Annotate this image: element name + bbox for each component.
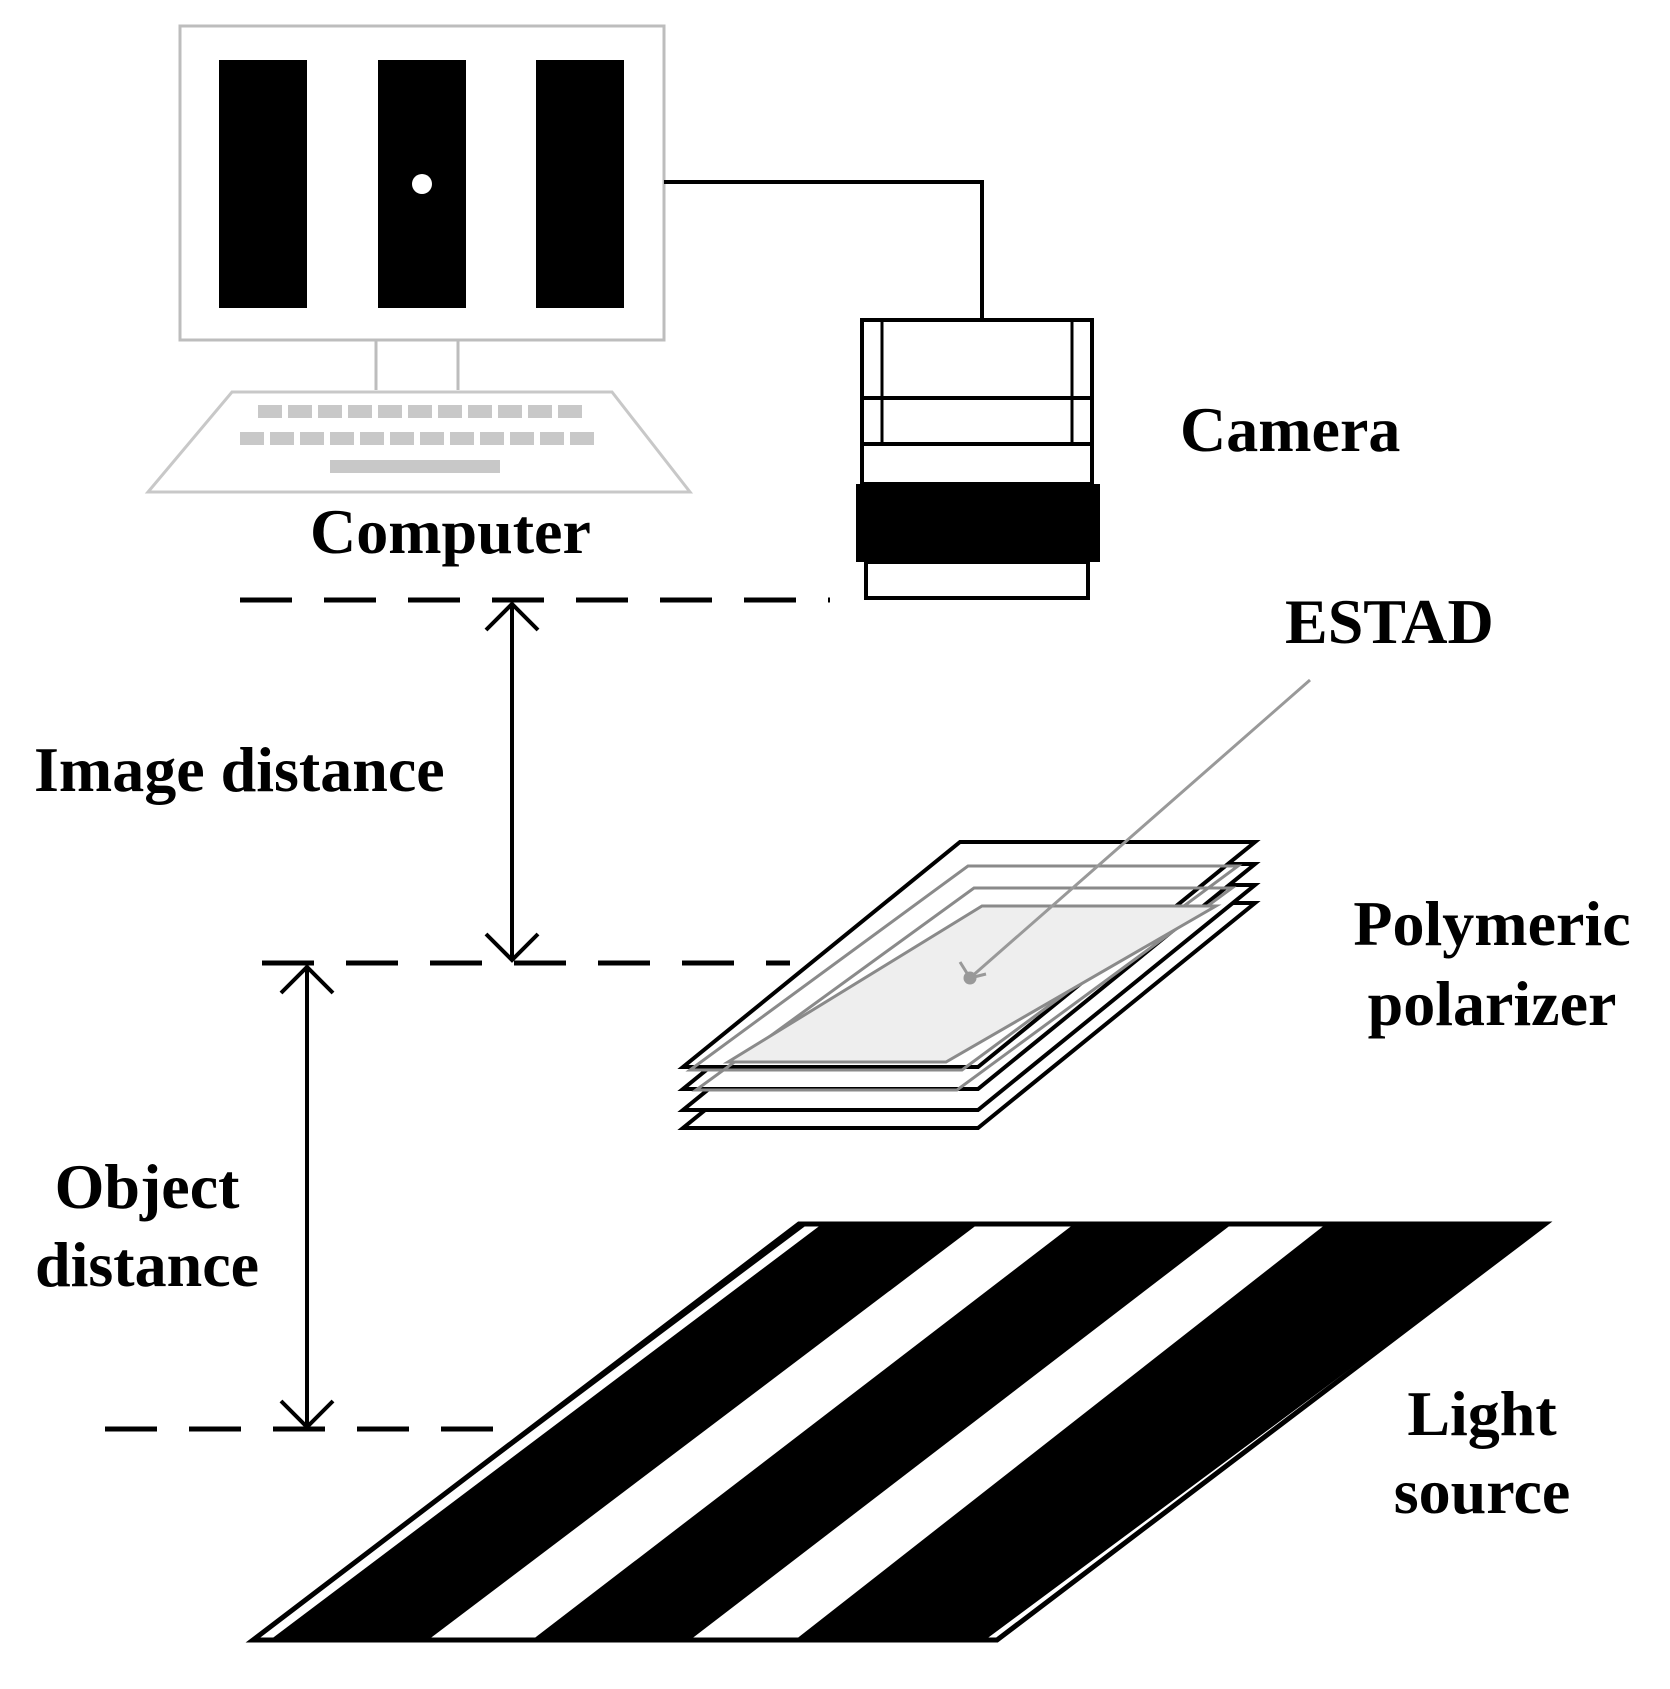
object-distance-label-line1: Object [54, 1151, 240, 1222]
light-source-label: Light source [1362, 1382, 1602, 1524]
light-source [245, 1221, 1553, 1643]
estad-pointer [958, 678, 1311, 985]
polymeric-polarizer-label-line2: polarizer [1367, 968, 1617, 1039]
object-distance-label: Object distance [12, 1155, 282, 1297]
computer-label: Computer [310, 496, 591, 567]
camera-label: Camera [1180, 394, 1401, 465]
keyboard [144, 390, 694, 494]
light-source-stripes [253, 1224, 1545, 1640]
polymeric-polarizer-label-line1: Polymeric [1353, 888, 1631, 959]
camera-cable [664, 180, 984, 320]
object-distance-label-line2: distance [35, 1229, 259, 1300]
image-distance-label: Image distance [34, 734, 445, 805]
object-distance-arrow [279, 964, 335, 1430]
image-distance-arrow [484, 601, 540, 963]
computer-monitor [178, 24, 666, 342]
camera [856, 318, 1100, 600]
monitor-center-dot [412, 174, 432, 194]
monitor-stand [374, 340, 460, 390]
light-source-label-line2: source [1393, 1456, 1571, 1527]
monitor-stripe-pattern [219, 60, 624, 308]
camera-lens-ring [856, 484, 1100, 562]
light-source-label-line1: Light [1407, 1378, 1557, 1449]
estad-label: ESTAD [1285, 586, 1494, 657]
polarizer-sheet-edges [685, 864, 1243, 1092]
polymeric-polarizer-label: Polymeric polarizer [1342, 892, 1642, 1036]
